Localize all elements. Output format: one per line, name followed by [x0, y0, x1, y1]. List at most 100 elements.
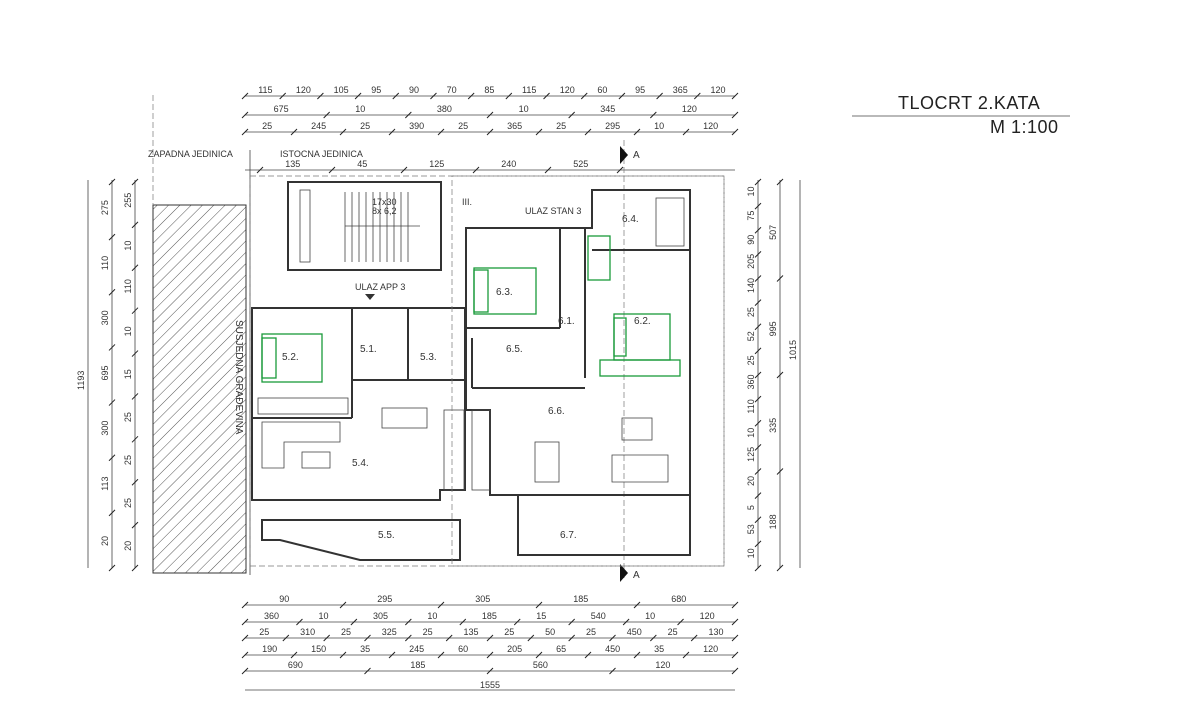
dim-top-row3: 25: [458, 121, 468, 131]
dim-right-inner: 90: [746, 235, 756, 245]
dimension-tick: [486, 111, 494, 119]
dim-right-mid: 335: [768, 418, 778, 433]
dim-right-inner: 53: [746, 524, 756, 534]
dim-bottom-row3: 325: [382, 627, 397, 637]
dim-top-row1: 90: [409, 85, 419, 95]
dimension-tick: [754, 347, 762, 355]
dim-bottom-row3: 25: [259, 627, 269, 637]
dim-bottom-row1: 680: [671, 594, 686, 604]
dim-top-row3: 10: [654, 121, 664, 131]
dim-bottom-row2: 10: [645, 611, 655, 621]
dim-bottom-row3: 25: [341, 627, 351, 637]
dimension-tick: [633, 651, 641, 659]
dim-bottom-total: 1555: [480, 680, 500, 690]
dim-bottom-row3: 25: [586, 627, 596, 637]
dimension-tick: [339, 651, 347, 659]
section-marker-bottom: A: [620, 564, 640, 582]
dimension-tick: [690, 634, 698, 642]
dim-right-inner: 10: [746, 186, 756, 196]
dimension-tick: [108, 288, 116, 296]
dim-top-row1: 120: [560, 85, 575, 95]
dim-bottom-row1: 295: [377, 594, 392, 604]
dim-right-inner: 10: [746, 428, 756, 438]
dim-right-mid: 995: [768, 321, 778, 336]
dimension-tick: [364, 634, 371, 642]
dimension-tick: [568, 634, 576, 642]
building-walls: 17x30 8x 6,2: [249, 175, 725, 567]
dimension-tick: [622, 618, 630, 626]
dimension-tick: [241, 651, 249, 659]
dim-top-row2: 10: [355, 104, 365, 114]
dim-top-row2: 120: [682, 104, 697, 114]
dim-left-inner: 10: [123, 326, 133, 336]
dimension-tick: [323, 111, 331, 119]
dimension-tick: [656, 92, 663, 100]
dim-top-row3: 25: [262, 121, 272, 131]
dimension-tick: [241, 618, 249, 626]
neighbor-label: SUSJEDNA GRAĐEVINA: [233, 320, 244, 435]
dimension-tick: [754, 468, 762, 475]
dim-top-row1: 70: [447, 85, 457, 95]
dimension-tick: [328, 166, 336, 174]
dim-bottom-row5: 185: [410, 660, 425, 670]
dim-top-row4: 525: [573, 159, 588, 169]
dim-bottom-row4: 205: [507, 644, 522, 654]
dim-right-inner: 360: [746, 374, 756, 389]
dimension-tick: [535, 128, 543, 136]
dimension-tick: [633, 601, 641, 609]
dim-top-row1: 60: [597, 85, 607, 95]
dimension-tick: [754, 444, 762, 451]
room-5-4: 5.4.: [352, 458, 369, 469]
dim-bottom-row2: 185: [482, 611, 497, 621]
dimension-tick: [754, 323, 762, 331]
dim-bottom-row3: 310: [300, 627, 315, 637]
dim-top-row1: 95: [371, 85, 381, 95]
room-6-5: 6.5.: [506, 344, 523, 355]
dimension-tick: [568, 111, 576, 119]
dim-bottom-row2: 15: [536, 611, 546, 621]
dimension-tick: [776, 275, 784, 282]
dimension-tick: [131, 350, 139, 357]
dimension-tick: [256, 166, 264, 174]
room-5-1: 5.1.: [360, 344, 377, 355]
dim-left-mid: 300: [100, 310, 110, 325]
east-unit-label: ISTOCNA JEDINICA: [280, 149, 363, 159]
dimension-tick: [693, 92, 701, 100]
dim-right-inner: 140: [746, 278, 756, 293]
dim-top-row2: 675: [274, 104, 289, 114]
svg-text:A: A: [633, 150, 640, 161]
dim-top-row1: 105: [334, 85, 349, 95]
dim-bottom-row1: 90: [279, 594, 289, 604]
dimension-tick: [584, 128, 592, 136]
room-5-2: 5.2.: [282, 352, 299, 363]
dim-top-row1: 120: [296, 85, 311, 95]
dimension-tick: [731, 618, 739, 626]
dim-right-inner: 75: [746, 211, 756, 221]
dim-bottom-row4: 190: [262, 644, 277, 654]
dimension-tick: [776, 371, 784, 379]
dimension-tick: [323, 634, 331, 642]
dim-bottom-row4: 60: [458, 644, 468, 654]
dim-top-row2: 380: [437, 104, 452, 114]
dim-right-mid: 188: [768, 514, 778, 529]
dimension-tick: [544, 166, 552, 174]
dimension-tick: [731, 634, 739, 642]
dim-left-inner: 255: [123, 193, 133, 208]
dim-top-row4: 45: [357, 159, 367, 169]
dimension-tick: [754, 251, 762, 258]
dim-bottom-row1: 185: [573, 594, 588, 604]
dimension-tick: [404, 634, 412, 642]
dimension-tick: [682, 651, 690, 659]
dimension-tick: [354, 92, 362, 100]
dimension-tick: [472, 166, 480, 174]
west-unit-label: ZAPADNA JEDINICA: [148, 149, 233, 159]
room-5-3: 5.3.: [420, 352, 437, 363]
dimension-tick: [535, 651, 543, 659]
dimension-tick: [754, 371, 762, 379]
dimension-tick: [682, 128, 690, 136]
dimension-tick: [677, 618, 684, 626]
dimension-tick: [754, 178, 762, 186]
room-5-5: 5.5.: [378, 530, 395, 541]
dim-right-inner: 10: [746, 548, 756, 558]
